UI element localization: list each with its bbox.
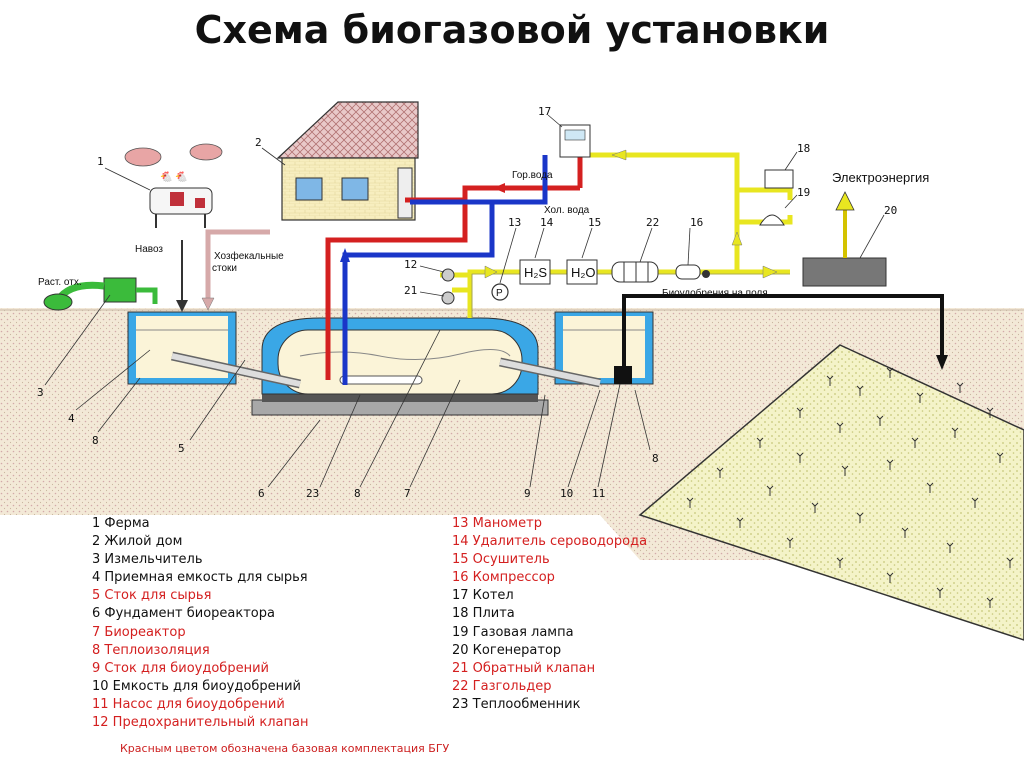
svg-text:17: 17 (538, 105, 551, 118)
page-title: Схема биогазовой установки (194, 8, 830, 52)
bioreactor (171, 317, 601, 416)
legend-item: 2 Жилой дом (92, 534, 183, 550)
svg-text:23: 23 (306, 487, 319, 500)
legend-item: 21 Обратный клапан (452, 660, 596, 676)
cold-water-label: Хол. вода (544, 205, 590, 216)
legend-item: 5 Сток для сырья (92, 588, 212, 604)
fertilizer-tank (554, 311, 654, 385)
electricity-label: Электроэнергия (832, 170, 929, 185)
legend-item: 7 Биореактор (92, 624, 186, 640)
field (638, 344, 1024, 641)
farm-animals: 🐔 🐔 (124, 143, 223, 228)
house (276, 101, 419, 221)
legend-item: 9 Сток для биоудобрений (92, 660, 269, 676)
legend-item: 10 Емкость для биоудобрений (92, 678, 301, 694)
svg-text:19: 19 (797, 186, 810, 199)
svg-text:12: 12 (404, 258, 417, 271)
svg-text:18: 18 (797, 142, 810, 155)
check-valve (441, 291, 455, 305)
legend-item: 22 Газгольдер (452, 678, 552, 694)
compressor (675, 264, 710, 280)
svg-text:8: 8 (652, 452, 659, 465)
svg-text:2: 2 (255, 136, 262, 149)
svg-text:1: 1 (97, 155, 104, 168)
legend-item: 8 Теплоизоляция (92, 642, 210, 658)
svg-text:🐔 🐔: 🐔 🐔 (160, 171, 188, 183)
svg-text:21: 21 (404, 284, 417, 297)
dryer: H₂O (566, 259, 598, 285)
svg-text:13: 13 (508, 216, 521, 229)
receiving-tank (127, 311, 237, 385)
fertilizer-line (622, 294, 948, 370)
svg-text:16: 16 (690, 216, 703, 229)
manure-label: Навоз (135, 244, 163, 255)
svg-text:11: 11 (592, 487, 605, 500)
cogenerator (802, 191, 887, 287)
svg-text:15: 15 (588, 216, 601, 229)
legend-left: 1 Ферма 2 Жилой дом 3 Измельчитель 4 Приемн… (92, 515, 308, 732)
svg-text:5: 5 (178, 442, 185, 455)
svg-text:9: 9 (524, 487, 531, 500)
svg-text:3: 3 (37, 386, 44, 399)
legend-item: 4 Приемная емкость для сырья (92, 570, 308, 586)
callouts: 1 2 3 4 5 6 7 8 8 8 9 10 11 12 13 14 15 … (37, 105, 897, 500)
legend-item: 12 Предохранительный клапан (92, 715, 309, 731)
safety-valve (441, 268, 455, 282)
shredder (43, 277, 158, 311)
plant-waste-label: Раст. отх. (38, 277, 82, 288)
hot-water-label: Гор.вода (512, 170, 553, 181)
callout-lines (44, 114, 885, 488)
sewage-label-1: Хозфекальные (214, 250, 284, 262)
legend-item: 14 Удалитель сероводорода (452, 534, 648, 550)
stove (764, 169, 794, 189)
water-pipes (325, 155, 583, 385)
svg-text:P: P (496, 288, 503, 299)
legend-item: 13 Манометр (452, 516, 542, 531)
legend-item: 18 Плита (452, 606, 515, 622)
svg-text:10: 10 (560, 487, 573, 500)
legend-right: 13 Манометр 14 Удалитель сероводорода 15 О… (452, 515, 647, 714)
legend-item: 6 Фундамент биореактора (92, 606, 275, 622)
legend-item: 15 Осушитель (452, 552, 550, 568)
h2s-remover: H₂S (519, 259, 551, 285)
legend-item: 23 Теплообменник (452, 696, 581, 712)
footnote: Красным цветом обозначена базовая компле… (120, 742, 450, 755)
gas-lamp (759, 214, 785, 226)
svg-text:8: 8 (92, 434, 99, 447)
legend-item: 16 Компрессор (452, 570, 555, 586)
gasholder (611, 261, 659, 283)
svg-text:7: 7 (404, 487, 411, 500)
legend-item: 3 Измельчитель (92, 552, 203, 568)
fertilizer-label: Биоудобрения на поля (662, 287, 768, 299)
svg-text:8: 8 (354, 487, 361, 500)
svg-text:20: 20 (884, 204, 897, 217)
legend-item: 17 Котел (452, 588, 514, 604)
legend-item: 11 Насос для биоудобрений (92, 696, 285, 712)
legend-item: 20 Когенератор (452, 642, 562, 658)
manometer: P (491, 283, 509, 301)
svg-text:4: 4 (68, 412, 75, 425)
svg-text:22: 22 (646, 216, 659, 229)
svg-text:6: 6 (258, 487, 265, 500)
boiler (559, 124, 591, 158)
svg-text:H₂S: H₂S (524, 265, 547, 280)
legend-item: 19 Газовая лампа (452, 624, 574, 640)
svg-text:H₂O: H₂O (571, 265, 596, 280)
sewage-label-2: стоки (212, 263, 237, 274)
svg-text:14: 14 (540, 216, 554, 229)
legend-item: 1 Ферма (92, 516, 150, 531)
